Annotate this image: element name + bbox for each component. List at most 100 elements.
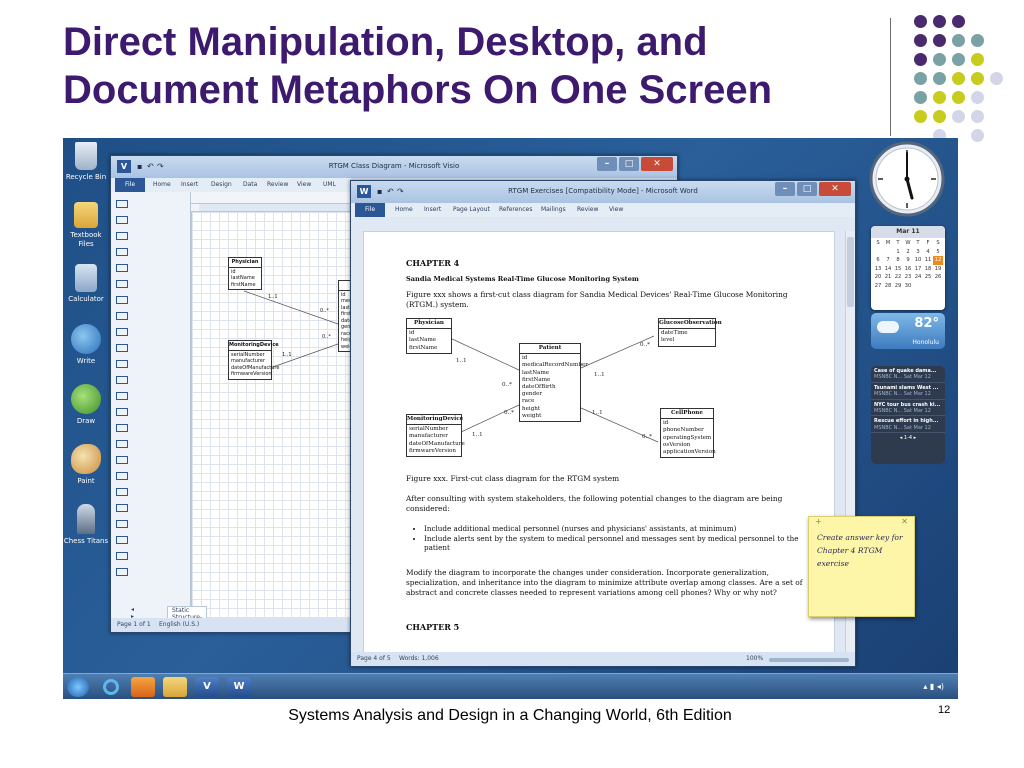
sticky-add-icon[interactable]: + — [815, 517, 822, 526]
word-maximize-button[interactable]: □ — [797, 182, 817, 196]
visio-tab-review[interactable]: Review — [267, 181, 289, 188]
taskbar-word-icon[interactable]: W — [227, 677, 251, 697]
word-titlebar[interactable]: W ▪ ↶ ↷ RTGM Exercises [Compatibility Mo… — [351, 181, 855, 203]
shape-stencil-icon[interactable] — [116, 344, 128, 352]
shape-stencil-icon[interactable] — [116, 552, 128, 560]
calendar-day[interactable]: 26 — [934, 274, 942, 280]
visio-shapes-pane[interactable] — [111, 192, 191, 632]
visio-close-button[interactable]: ✕ — [641, 157, 673, 171]
shape-stencil-icon[interactable] — [116, 296, 128, 304]
taskbar-ie-icon[interactable] — [99, 677, 123, 697]
visio-tab-data[interactable]: Data — [243, 181, 258, 188]
start-button[interactable] — [67, 677, 89, 697]
calendar-day[interactable]: 28 — [884, 282, 892, 289]
calendar-day[interactable]: 29 — [894, 282, 902, 289]
shape-stencil-icon[interactable] — [116, 472, 128, 480]
calendar-day[interactable]: 25 — [924, 274, 932, 280]
word-zoom-slider[interactable] — [769, 658, 849, 662]
word-tab-home[interactable]: Home — [395, 206, 413, 213]
shape-stencil-icon[interactable] — [116, 440, 128, 448]
calendar-day[interactable]: 18 — [924, 265, 932, 272]
system-tray[interactable]: ▴ ▮ ◂) — [923, 682, 944, 691]
redo-icon[interactable]: ↷ — [397, 187, 404, 196]
calendar-day[interactable]: 11 — [924, 257, 932, 263]
calendar-day[interactable]: 17 — [914, 265, 922, 272]
calendar-day[interactable]: 8 — [896, 257, 900, 263]
shape-stencil-icon[interactable] — [116, 312, 128, 320]
feed-next-icon[interactable]: ▸ — [913, 435, 917, 442]
word-vertical-scrollbar[interactable] — [845, 231, 855, 666]
feed-item[interactable]: Tsunami slams West ... MSNBC N... Sat Ma… — [871, 383, 945, 400]
desktop-icon-calculator[interactable]: Calculator — [63, 264, 114, 304]
word-minimize-button[interactable]: – — [775, 182, 795, 196]
word-tab-view[interactable]: View — [609, 206, 624, 213]
shape-stencil-icon[interactable] — [116, 264, 128, 272]
word-tab-mailings[interactable]: Mailings — [541, 206, 566, 213]
shape-stencil-icon[interactable] — [116, 520, 128, 528]
shape-stencil-icon[interactable] — [116, 504, 128, 512]
word-tab-references[interactable]: References — [499, 206, 533, 213]
shape-stencil-icon[interactable] — [116, 248, 128, 256]
calendar-gadget[interactable]: Mar 11 S M T W T F S 1 2 3 4 5 6 7 8 9 — [871, 226, 945, 310]
calendar-grid[interactable]: S M T W T F S 1 2 3 4 5 6 7 8 9 10 11 — [871, 238, 945, 291]
feed-item[interactable]: NYC tour bus crash ki... MSNBC N... Sat … — [871, 400, 945, 417]
shape-stencil-icon[interactable] — [116, 488, 128, 496]
calendar-day[interactable]: 16 — [904, 265, 912, 272]
shape-stencil-icon[interactable] — [116, 232, 128, 240]
undo-icon[interactable]: ↶ — [387, 187, 394, 196]
shape-stencil-icon[interactable] — [116, 376, 128, 384]
calendar-day[interactable]: 19 — [934, 265, 942, 272]
shape-stencil-icon[interactable] — [116, 392, 128, 400]
calendar-day[interactable]: 30 — [904, 282, 912, 289]
calendar-day[interactable]: 15 — [894, 265, 902, 272]
visio-tab-view[interactable]: View — [297, 181, 312, 188]
desktop-icon-recycle-bin[interactable]: Recycle Bin — [63, 142, 114, 182]
calendar-day[interactable]: 14 — [884, 265, 892, 272]
taskbar-media-player-icon[interactable] — [131, 677, 155, 697]
shape-stencil-icon[interactable] — [116, 568, 128, 576]
sticky-close-icon[interactable]: ✕ — [901, 517, 908, 526]
calendar-day[interactable]: 1 — [896, 248, 900, 255]
desktop-icon-chess-titans[interactable]: Chess Titans — [63, 504, 114, 546]
visio-class-monitoringdevice[interactable]: MonitoringDevice serialNumber manufactur… — [228, 340, 279, 380]
calendar-day[interactable]: 22 — [894, 274, 902, 280]
visio-titlebar[interactable]: V ▪ ↶ ↷ RTGM Class Diagram - Microsoft V… — [111, 156, 677, 178]
save-icon[interactable]: ▪ — [137, 162, 143, 171]
calendar-day[interactable]: 2 — [906, 248, 910, 255]
calendar-day[interactable]: 13 — [874, 265, 882, 272]
shape-stencil-icon[interactable] — [116, 328, 128, 336]
association-line[interactable] — [269, 343, 339, 369]
calendar-day[interactable]: 7 — [886, 257, 890, 263]
word-tab-review[interactable]: Review — [577, 206, 599, 213]
shape-stencil-icon[interactable] — [116, 200, 128, 208]
word-zoom-level[interactable]: 100% — [746, 655, 764, 662]
word-document-page[interactable]: CHAPTER 4 Sandia Medical Systems Real-Ti… — [363, 231, 835, 666]
calendar-day[interactable]: 5 — [936, 248, 940, 255]
weather-gadget[interactable]: 82° Honolulu — [871, 313, 945, 349]
calendar-day[interactable]: 27 — [874, 282, 882, 289]
calendar-day[interactable]: 4 — [926, 248, 930, 255]
calendar-day[interactable]: 6 — [876, 257, 880, 263]
shape-stencil-icon[interactable] — [116, 360, 128, 368]
calendar-day[interactable]: 21 — [884, 274, 892, 280]
calendar-day[interactable]: 23 — [904, 274, 912, 280]
visio-tab-home[interactable]: Home — [153, 181, 171, 188]
shape-stencil-icon[interactable] — [116, 216, 128, 224]
desktop-icon-paint[interactable]: Paint — [63, 444, 114, 486]
save-icon[interactable]: ▪ — [377, 187, 383, 196]
visio-tab-uml[interactable]: UML — [323, 181, 336, 188]
taskbar-visio-icon[interactable]: V — [195, 677, 219, 697]
feed-item[interactable]: Rescue effort in high... MSNBC N... Sat … — [871, 416, 945, 434]
calendar-day[interactable]: 10 — [914, 257, 922, 263]
desktop-icon-draw[interactable]: Draw — [63, 384, 114, 426]
shape-stencil-icon[interactable] — [116, 456, 128, 464]
desktop-icon-textbook-files[interactable]: Textbook Files — [63, 202, 114, 249]
calendar-day[interactable]: 3 — [916, 248, 920, 255]
calendar-day[interactable]: 20 — [874, 274, 882, 280]
calendar-day[interactable]: 9 — [906, 257, 910, 263]
word-close-button[interactable]: ✕ — [819, 182, 851, 196]
shape-stencil-icon[interactable] — [116, 408, 128, 416]
page-nav-icon[interactable]: ◂ ▸ — [131, 606, 135, 620]
undo-icon[interactable]: ↶ — [147, 162, 154, 171]
association-line[interactable] — [243, 290, 339, 325]
